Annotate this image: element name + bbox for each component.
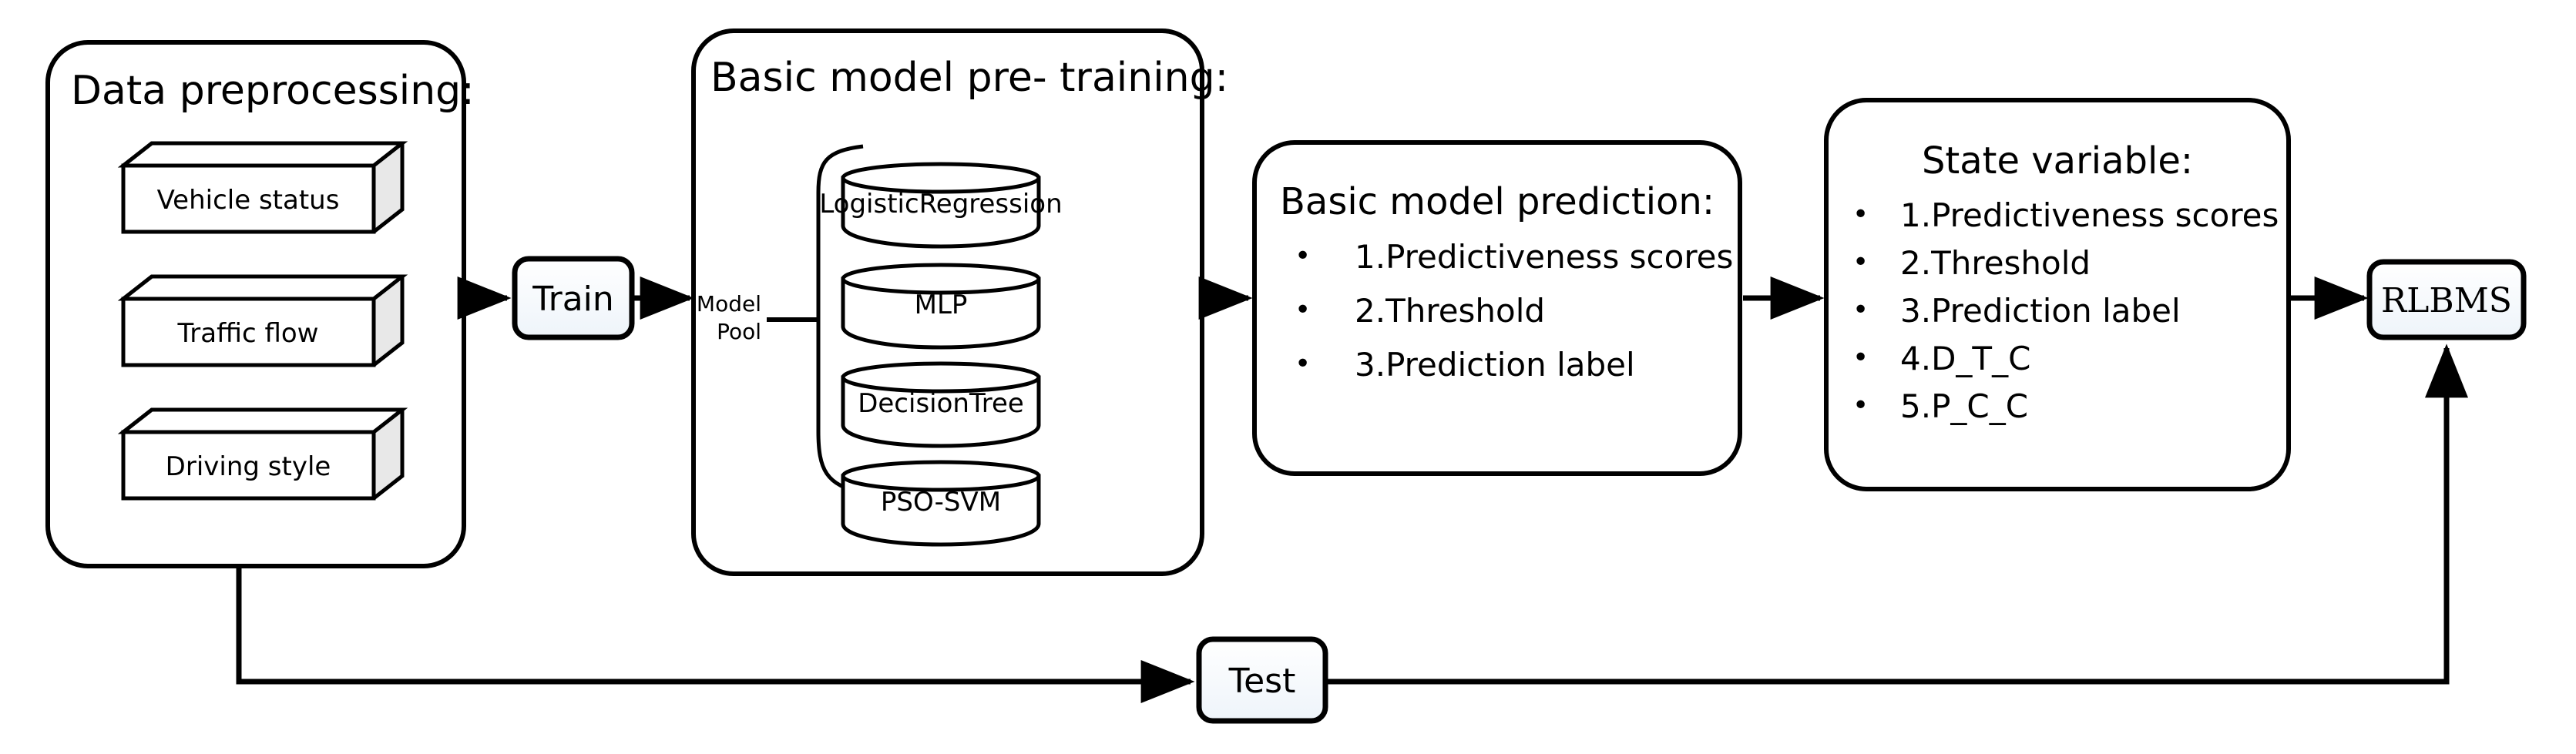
- prediction-bullet-3: •: [1295, 348, 1311, 380]
- model-pool-label-line1: Model: [697, 291, 761, 317]
- state-bullet-4: •: [1852, 342, 1869, 374]
- state-item-1: 1.Predictiveness scores: [1900, 196, 2279, 234]
- state-variable-panel: State variable: • 1.Predictiveness score…: [1824, 98, 2291, 491]
- state-item-4: 4.D_T_C: [1900, 340, 2030, 377]
- prediction-bullet-2: •: [1295, 294, 1311, 326]
- data-preprocessing-panel: Data preprocessing: Vehicle status Traff…: [45, 40, 475, 568]
- pretraining-panel: Basic model pre- training: Model Pool Lo…: [691, 28, 1228, 576]
- model-label-mlp: MLP: [915, 290, 968, 320]
- vehicle-status-box: Vehicle status: [117, 141, 408, 234]
- traffic-flow-box: Traffic flow: [117, 274, 408, 367]
- test-node[interactable]: Test: [1196, 636, 1328, 724]
- state-item-3: 3.Prediction label: [1900, 292, 2181, 330]
- rlbms-node[interactable]: RLBMS: [2366, 259, 2527, 340]
- train-node-label: Train: [532, 280, 614, 319]
- traffic-flow-label: Traffic flow: [177, 318, 319, 349]
- model-label-decisiontree: DecisionTree: [858, 388, 1024, 419]
- state-item-2: 2.Threshold: [1900, 244, 2091, 282]
- state-variable-title: State variable:: [1922, 139, 2193, 183]
- model-cylinder-decisiontree: DecisionTree: [841, 361, 1041, 448]
- state-bullet-2: •: [1852, 246, 1869, 278]
- model-pool-brace: [816, 144, 864, 495]
- prediction-container: [1252, 140, 1742, 476]
- prediction-item-3: 3.Prediction label: [1355, 346, 1635, 384]
- driving-style-box: Driving style: [117, 407, 408, 501]
- vehicle-status-label: Vehicle status: [157, 185, 340, 216]
- model-pool-label-line2: Pool: [717, 319, 761, 344]
- prediction-bullet-1: •: [1295, 240, 1311, 272]
- model-cylinder-mlp: MLP: [841, 263, 1041, 350]
- state-variable-container: [1824, 98, 2291, 491]
- state-bullet-1: •: [1852, 199, 1869, 230]
- edge-preprocessing-to-test: [236, 566, 1195, 703]
- rlbms-node-label: RLBMS: [2381, 281, 2512, 320]
- train-node[interactable]: Train: [512, 256, 635, 340]
- driving-style-label: Driving style: [166, 451, 331, 482]
- prediction-item-2: 2.Threshold: [1355, 292, 1545, 330]
- prediction-panel: Basic model prediction: • 1.Predictivene…: [1252, 140, 1742, 476]
- edge-test-to-rlbms: [1325, 343, 2468, 685]
- model-cylinder-pso-svm: PSO-SVM: [841, 460, 1041, 547]
- model-label-logisticregression: LogisticRegression: [819, 189, 1062, 219]
- model-cylinder-logisticregression: LogisticRegression: [819, 162, 1063, 249]
- data-preprocessing-title: Data preprocessing:: [71, 68, 475, 114]
- state-bullet-3: •: [1852, 294, 1869, 326]
- prediction-item-1: 1.Predictiveness scores: [1355, 238, 1733, 276]
- model-label-pso-svm: PSO-SVM: [881, 487, 1001, 518]
- state-bullet-5: •: [1852, 390, 1869, 421]
- prediction-title: Basic model prediction:: [1280, 180, 1715, 223]
- test-node-label: Test: [1228, 662, 1296, 701]
- pretraining-title: Basic model pre- training:: [710, 55, 1228, 101]
- state-item-5: 5.P_C_C: [1900, 387, 2028, 425]
